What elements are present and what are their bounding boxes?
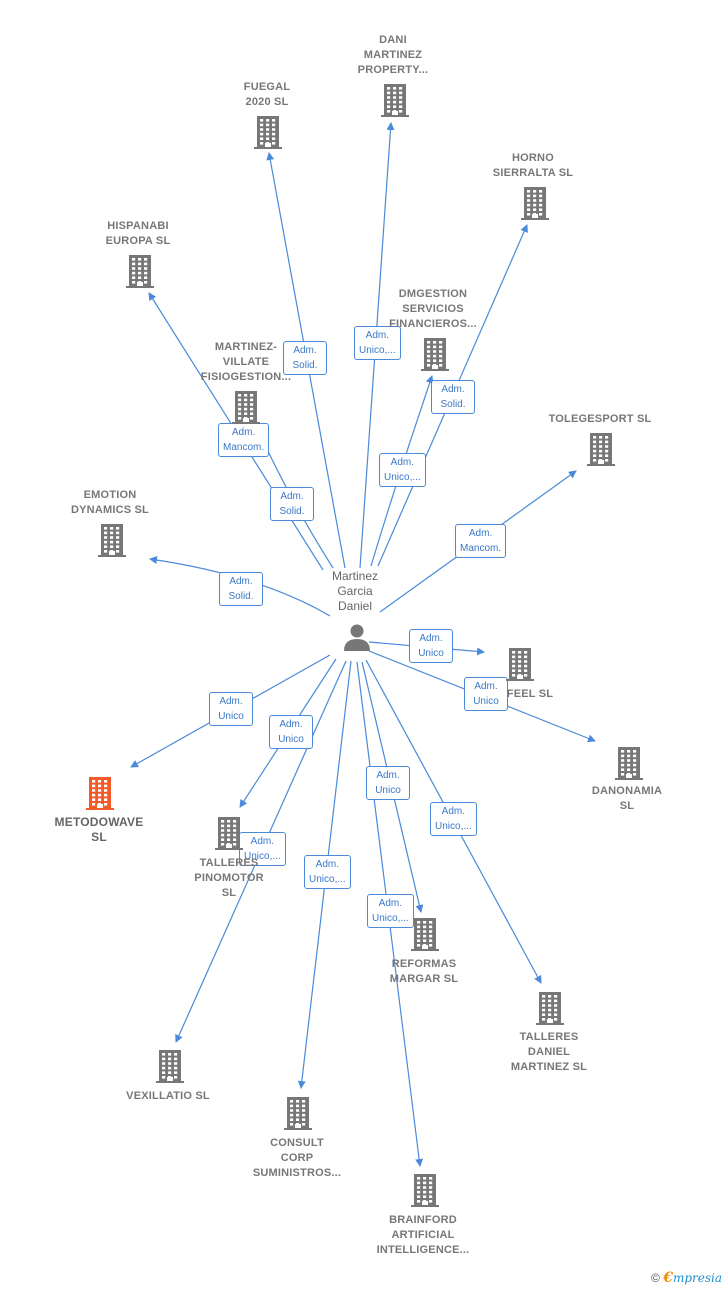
role-badge-talleres-daniel[interactable]: Adm. Unico,... <box>430 802 477 836</box>
company-label[interactable]: VEXILLATIO SL <box>126 1090 210 1102</box>
role-badge-dmgestion[interactable]: Adm. Unico,... <box>379 453 426 487</box>
role-badge-emotion[interactable]: Adm. Solid. <box>219 572 263 606</box>
company-node-dmgestion[interactable]: DMGESTION SERVICIOS FINANCIEROS... <box>368 287 498 332</box>
company-label[interactable]: HISPANABI EUROPA SL <box>105 220 171 247</box>
empresia-logo-text: mpresia <box>672 1271 722 1285</box>
company-node-talleres-pinomotor[interactable]: TALLERES PINOMOTOR SL <box>164 856 294 901</box>
company-node-martinez-villate[interactable]: MARTINEZ- VILLATE FISIOGESTION... <box>181 340 311 385</box>
company-node-vexillatio[interactable]: VEXILLATIO SL <box>103 1089 233 1104</box>
building-icon-horno[interactable] <box>520 185 550 226</box>
company-node-tolegesport[interactable]: TOLEGESPORT SL <box>535 412 665 427</box>
role-badge-danonamia[interactable]: Adm. Unico <box>464 677 508 711</box>
company-node-consult[interactable]: CONSULT CORP SUMINISTROS... <box>232 1136 362 1181</box>
building-icon-fuegal[interactable] <box>253 114 283 155</box>
building-icon-martinez-villate[interactable] <box>231 389 261 430</box>
company-node-metodowave[interactable]: METODOWAVE SL <box>34 815 164 845</box>
role-badge-metodowave[interactable]: Adm. Unico <box>209 692 253 726</box>
building-icon-emotion[interactable] <box>97 522 127 563</box>
company-node-feel[interactable]: FEEL SL <box>465 687 595 702</box>
role-badge-feel[interactable]: Adm. Unico <box>409 629 453 663</box>
company-label[interactable]: BRAINFORD ARTIFICIAL INTELLIGENCE... <box>376 1214 470 1256</box>
company-label[interactable]: EMOTION DYNAMICS SL <box>71 489 149 516</box>
role-badge-tolegesport[interactable]: Adm. Mancom. <box>455 524 507 558</box>
building-icon-reformas[interactable] <box>410 916 440 957</box>
building-icon-hispanabi[interactable] <box>125 253 155 294</box>
company-label[interactable]: MARTINEZ- VILLATE FISIOGESTION... <box>200 341 292 383</box>
copyright-symbol: © <box>651 1271 660 1285</box>
company-node-dani[interactable]: DANI MARTINEZ PROPERTY... <box>328 33 458 78</box>
company-label[interactable]: METODOWAVE SL <box>54 815 144 844</box>
building-icon-feel[interactable] <box>505 646 535 687</box>
company-node-horno[interactable]: HORNO SIERRALTA SL <box>468 151 598 181</box>
company-node-hispanabi[interactable]: HISPANABI EUROPA SL <box>73 219 203 249</box>
role-badge-dani[interactable]: Adm. Unico,... <box>354 326 401 360</box>
building-icon-tolegesport[interactable] <box>586 431 616 472</box>
role-badge-vexillatio[interactable]: Adm. Unico,... <box>239 832 286 866</box>
empresia-logo-initial: € <box>663 1270 673 1286</box>
role-badge-brainford[interactable]: Adm. Unico,... <box>367 894 414 928</box>
company-node-reformas[interactable]: REFORMAS MARGAR SL <box>359 957 489 987</box>
building-icon-dmgestion[interactable] <box>420 336 450 377</box>
role-badge-horno[interactable]: Adm. Solid. <box>431 380 475 414</box>
building-icon-danonamia[interactable] <box>614 745 644 786</box>
building-icon-brainford[interactable] <box>410 1172 440 1213</box>
company-label[interactable]: DANONAMIA SL <box>591 785 663 812</box>
person-name-label: Martinez Garcia Daniel <box>331 569 378 613</box>
building-icon-vexillatio[interactable] <box>155 1048 185 1089</box>
company-node-talleres-daniel[interactable]: TALLERES DANIEL MARTINEZ SL <box>484 1030 614 1075</box>
company-label[interactable]: REFORMAS MARGAR SL <box>389 958 459 985</box>
role-badge-fuegal[interactable]: Adm. Solid. <box>283 341 327 375</box>
building-icon-metodowave[interactable] <box>85 775 115 816</box>
building-icon-talleres-pinomotor[interactable] <box>214 815 244 856</box>
role-badge-reformas[interactable]: Adm. Unico <box>366 766 410 800</box>
building-icon-consult[interactable] <box>283 1095 313 1136</box>
company-node-brainford[interactable]: BRAINFORD ARTIFICIAL INTELLIGENCE... <box>358 1213 488 1258</box>
company-label[interactable]: FEEL SL <box>506 688 554 700</box>
company-label[interactable]: DANI MARTINEZ PROPERTY... <box>357 34 429 76</box>
person-icon[interactable] <box>342 622 372 657</box>
company-label[interactable]: TALLERES PINOMOTOR SL <box>194 857 264 899</box>
company-node-fuegal[interactable]: FUEGAL 2020 SL <box>202 80 332 110</box>
company-label[interactable]: DMGESTION SERVICIOS FINANCIEROS... <box>389 288 477 330</box>
role-badge-martinez-villate[interactable]: Adm. Solid. <box>270 487 314 521</box>
company-node-emotion[interactable]: EMOTION DYNAMICS SL <box>45 488 175 518</box>
company-label[interactable]: HORNO SIERRALTA SL <box>492 152 574 179</box>
company-node-danonamia[interactable]: DANONAMIA SL <box>562 784 692 814</box>
role-badge-talleres-pinomotor[interactable]: Adm. Unico <box>269 715 313 749</box>
company-label[interactable]: TOLEGESPORT SL <box>548 413 652 425</box>
company-label[interactable]: FUEGAL 2020 SL <box>243 81 291 108</box>
empresia-footer: © €mpresia <box>651 1270 722 1286</box>
company-label[interactable]: CONSULT CORP SUMINISTROS... <box>252 1137 342 1179</box>
building-icon-dani[interactable] <box>380 82 410 123</box>
building-icon-talleres-daniel[interactable] <box>535 990 565 1031</box>
role-badge-consult[interactable]: Adm. Unico,... <box>304 855 351 889</box>
company-label[interactable]: TALLERES DANIEL MARTINEZ SL <box>510 1031 588 1073</box>
